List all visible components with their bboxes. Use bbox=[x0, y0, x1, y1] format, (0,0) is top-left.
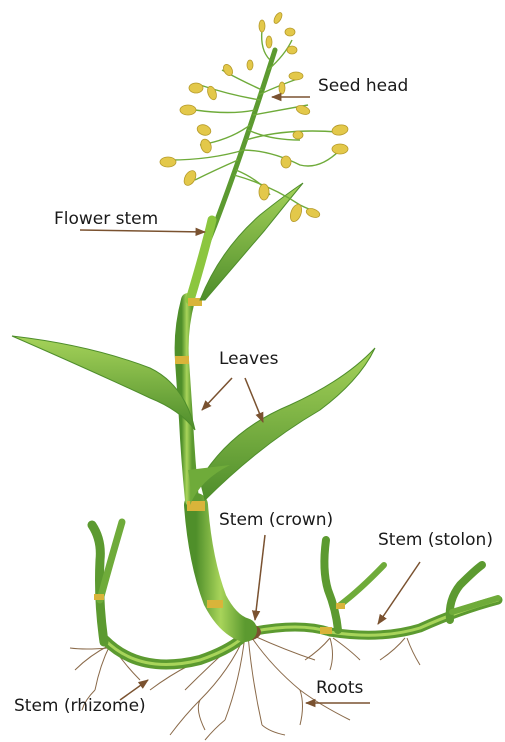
flower-stem-arrow bbox=[80, 230, 205, 232]
label-arrows bbox=[80, 97, 420, 703]
stem-crown-arrow bbox=[255, 535, 265, 620]
stem-rhizome-label: Stem (rhizome) bbox=[14, 696, 146, 716]
stem-crown-label: Stem (crown) bbox=[219, 510, 333, 530]
stem-stolon-arrow bbox=[378, 562, 420, 624]
seed-head-label: Seed head bbox=[318, 76, 408, 96]
flower-stem-label: Flower stem bbox=[54, 209, 158, 229]
leaves-label: Leaves bbox=[219, 349, 279, 369]
roots-label: Roots bbox=[316, 678, 364, 698]
leaves-arrow-right bbox=[245, 378, 263, 422]
stem-stolon-label: Stem (stolon) bbox=[378, 530, 493, 550]
leaves-arrow-left bbox=[202, 378, 232, 410]
seed-head-graphic bbox=[170, 30, 340, 212]
